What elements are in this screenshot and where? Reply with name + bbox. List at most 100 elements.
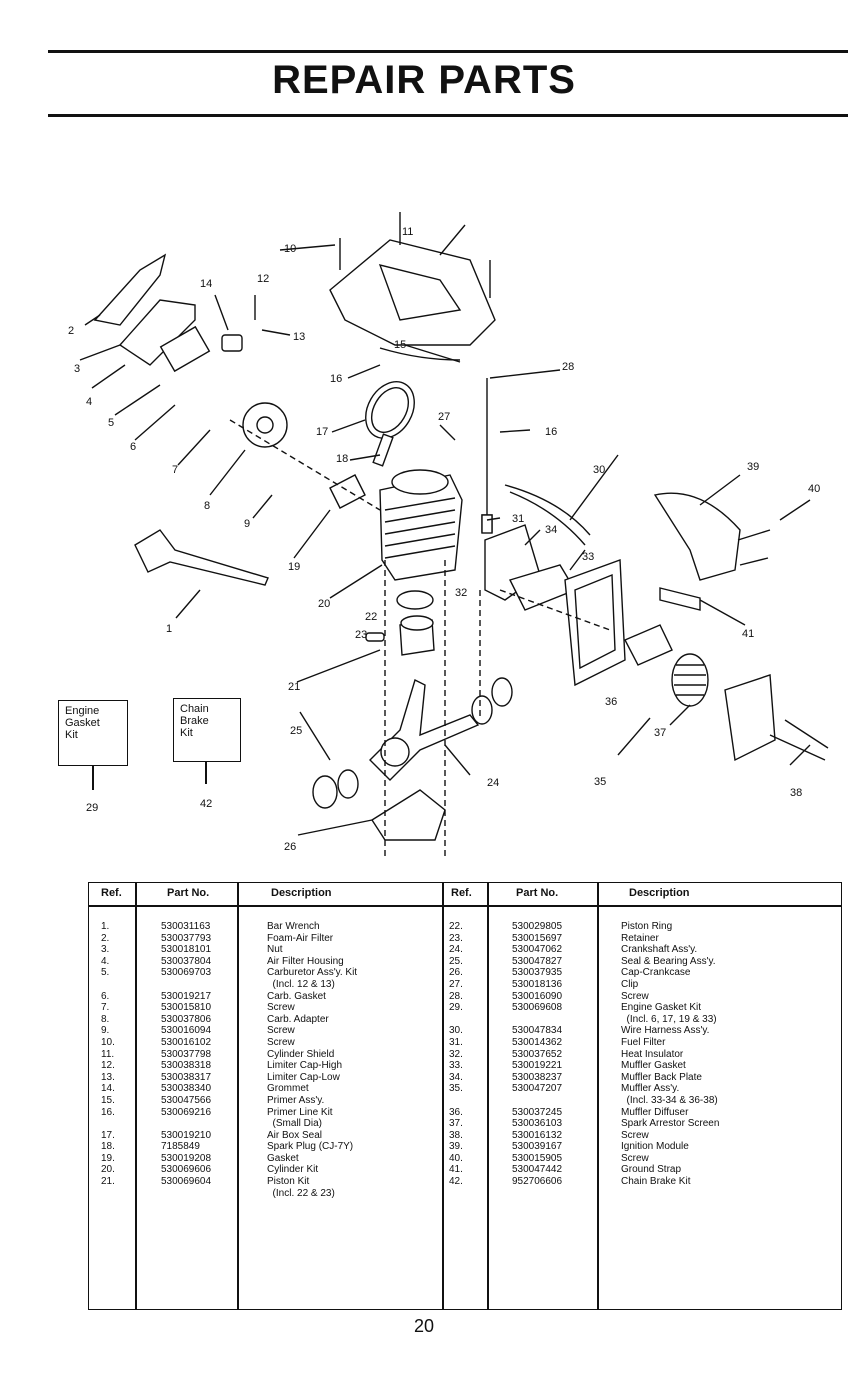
part-number-cell: 530029805	[512, 921, 563, 932]
part-number-cell	[161, 979, 211, 991]
ref-cell: 7.	[101, 1002, 110, 1014]
part-number-cell: 530016102	[161, 1036, 212, 1048]
description-cell: Screw	[267, 1002, 295, 1014]
description-cell: Carb. Adapter	[267, 1013, 329, 1025]
part-number-cell: 530069703	[161, 967, 212, 979]
part-number-cell: 530037806	[161, 1013, 212, 1025]
part-number-cell: 530037804	[161, 955, 212, 967]
ref-label-11: 11	[402, 226, 413, 238]
ref-label-2: 2	[68, 325, 74, 337]
description-cell: Seal & Bearing Ass'y.	[621, 955, 716, 967]
part-number-cell: 530047827	[512, 955, 563, 967]
ref-label-19: 19	[288, 561, 300, 573]
description-cell: Primer Line Kit	[267, 1106, 333, 1118]
part-number-cell: 530038317	[161, 1071, 212, 1083]
description-cell: Screw	[267, 1025, 295, 1037]
description-cell: Screw	[621, 990, 649, 1002]
part-number-cell: 530037935	[512, 967, 563, 979]
ref-cell	[449, 1095, 463, 1107]
description-cell: Air Filter Housing	[267, 955, 344, 967]
engine-gasket-kit-box: Engine Gasket Kit	[58, 700, 128, 766]
description-cell: (Incl. 33-34 & 36-38)	[621, 1094, 718, 1106]
air-filter-housing	[118, 299, 196, 366]
ref-label-10: 10	[284, 243, 296, 255]
ref-label-1: 1	[166, 623, 172, 635]
ref-cell: 33.	[449, 1060, 463, 1072]
ref-label-4: 4	[86, 396, 92, 408]
description-cell: Limiter Cap-High	[267, 1060, 343, 1072]
header-part-left: Part No.	[167, 887, 210, 899]
ref-label-17: 17	[316, 426, 328, 438]
description-cell: (Incl. 6, 17, 19 & 33)	[621, 1013, 717, 1025]
part-number-cell: 530016094	[161, 1025, 212, 1037]
part-number-cell: 530018136	[512, 978, 563, 990]
description-cell: Crankshaft Ass'y.	[621, 944, 698, 956]
ref-cell: 30.	[449, 1025, 463, 1037]
ref-cell: 2.	[101, 932, 110, 944]
ref-cell	[449, 1014, 463, 1026]
ref-label-14: 14	[200, 278, 212, 290]
part-number-cell: 530047566	[161, 1094, 212, 1106]
description-cell: Screw	[267, 1036, 295, 1048]
crankcase-cap	[371, 789, 446, 841]
ref-cell: 39.	[449, 1141, 463, 1153]
part-number-cell: 7185849	[161, 1141, 200, 1153]
ref-cell: 11.	[101, 1048, 115, 1060]
ref-label-15: 15	[394, 339, 406, 351]
description-cell: Primer Ass'y.	[267, 1094, 325, 1106]
carburetor	[159, 325, 211, 373]
piston-ring	[396, 590, 434, 610]
page-number: 20	[413, 1316, 435, 1336]
ref-cell: 13.	[101, 1071, 115, 1083]
part-number-cell: 530037652	[512, 1048, 563, 1060]
carb-adapter	[242, 402, 288, 448]
part-number-cell	[161, 1118, 211, 1130]
part-number-cell: 530015905	[512, 1152, 563, 1164]
part-number-cell: 530069608	[512, 1002, 563, 1014]
ref-cell: 37.	[449, 1118, 463, 1130]
ref-label-7: 7	[172, 464, 178, 476]
gasket	[329, 474, 366, 509]
ref-cell: 32.	[449, 1048, 463, 1060]
description-cell: (Incl. 22 & 23)	[267, 1187, 335, 1199]
ref-label-25: 25	[290, 725, 302, 737]
part-number-cell: 530069606	[161, 1164, 212, 1176]
retainer	[365, 632, 385, 642]
description-cell: Foam-Air Filter	[267, 932, 334, 944]
description-cell: Carburetor Ass'y. Kit	[267, 967, 358, 979]
ref-cell: 22.	[449, 921, 463, 932]
ref-label-16: 16	[330, 373, 342, 385]
ref-cell: 3.	[101, 944, 110, 956]
cylinder-shield	[329, 239, 496, 346]
ref-label-20: 20	[318, 598, 330, 610]
engine-gasket-kit-leader	[92, 766, 94, 790]
header-ref-right: Ref.	[451, 887, 472, 899]
description-cell: Spark Arrestor Screen	[621, 1118, 720, 1130]
description-cell: (Small Dia)	[267, 1118, 323, 1130]
ref-cell	[101, 1118, 115, 1130]
chain-brake-kit-box: Chain Brake Kit	[173, 698, 241, 762]
ref-label-40: 40	[808, 483, 820, 495]
part-number-cell: 952706606	[512, 1176, 563, 1188]
ref-label-5: 5	[108, 417, 114, 429]
part-number-cell: 530019208	[161, 1152, 212, 1164]
part-number-cell: 530038340	[161, 1083, 212, 1095]
description-cell: Engine Gasket Kit	[621, 1002, 702, 1014]
grommet	[221, 334, 243, 352]
bar-wrench	[134, 529, 269, 586]
description-cell: Grommet	[267, 1083, 309, 1095]
description-cell: Muffler Ass'y.	[621, 1083, 680, 1095]
ref-cell	[101, 1188, 115, 1200]
header-desc-left: Description	[271, 887, 332, 899]
ref-cell: 17.	[101, 1129, 115, 1141]
ref-cell: 8.	[101, 1013, 110, 1025]
part-number-cell	[512, 1014, 562, 1026]
part-number-cell: 530047207	[512, 1083, 563, 1095]
part-number-cell: 530047442	[512, 1164, 563, 1176]
ref-cell: 5.	[101, 967, 110, 979]
description-cell: Clip	[621, 978, 639, 990]
ref-label-23: 23	[355, 629, 367, 641]
part-number-cell: 530031163	[161, 921, 211, 932]
ref-cell: 28.	[449, 990, 463, 1002]
